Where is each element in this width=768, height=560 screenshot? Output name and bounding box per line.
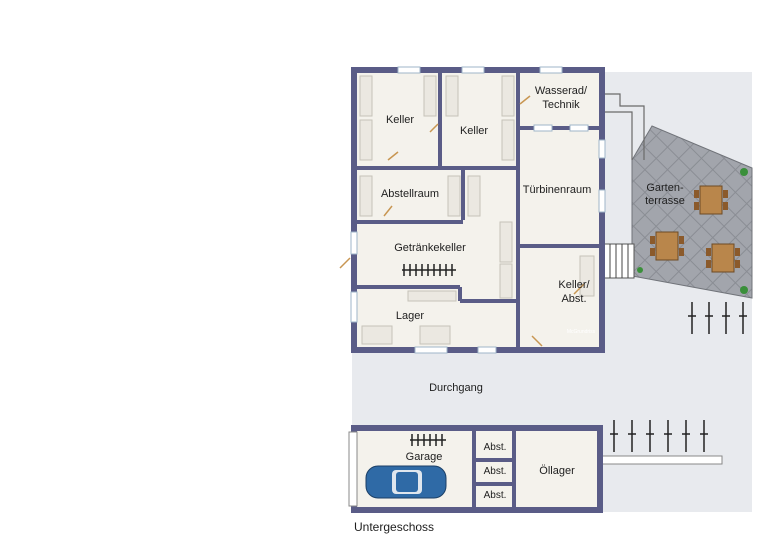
garage-door	[348, 431, 358, 507]
car-icon	[365, 465, 447, 499]
room-keller-abst-line1: Keller/	[558, 279, 590, 291]
plant-icons	[637, 168, 748, 294]
room-wasserrad-line2: Technik	[542, 99, 580, 111]
garage-walls	[472, 428, 516, 510]
terrace-steps	[603, 243, 635, 279]
interior-walls	[354, 70, 602, 350]
bicycles-row-2	[610, 420, 708, 452]
bike-rack	[599, 455, 723, 465]
terrace-furniture	[655, 185, 735, 273]
room-garage: Garage	[406, 451, 443, 463]
room-wasserrad-line1: Wasserad/	[535, 85, 588, 97]
room-oellager: Öllager	[539, 465, 575, 477]
room-turbinenraum: Türbinenraum	[523, 184, 591, 196]
room-abst-3: Abst.	[484, 490, 507, 501]
room-gartenterrasse-line1: Garten-	[646, 182, 684, 194]
windows	[350, 66, 606, 354]
room-lager: Lager	[396, 310, 424, 322]
room-keller-1: Keller	[386, 114, 414, 126]
terrace-chairs	[650, 190, 740, 268]
room-getraenkekeller: Getränkekeller	[394, 242, 466, 254]
doors	[339, 95, 585, 347]
bicycles-row-1	[688, 302, 747, 334]
shelving	[359, 75, 595, 345]
interior-stairs	[402, 264, 456, 276]
room-abst-2: Abst.	[484, 466, 507, 477]
room-gartenterrasse-line2: terrasse	[645, 195, 685, 207]
watermark: McGrundriss	[567, 329, 596, 335]
room-keller-abst-line2: Abst.	[561, 293, 586, 305]
floor-title: Untergeschoss	[354, 520, 434, 534]
area-durchgang: Durchgang	[429, 382, 483, 394]
pipe-lines	[600, 93, 645, 160]
room-abstellraum: Abstellraum	[381, 188, 439, 200]
room-keller-2: Keller	[460, 125, 488, 137]
room-abst-1: Abst.	[484, 442, 507, 453]
garage-stairs	[410, 434, 446, 446]
terrace-steps-lines	[609, 244, 629, 278]
